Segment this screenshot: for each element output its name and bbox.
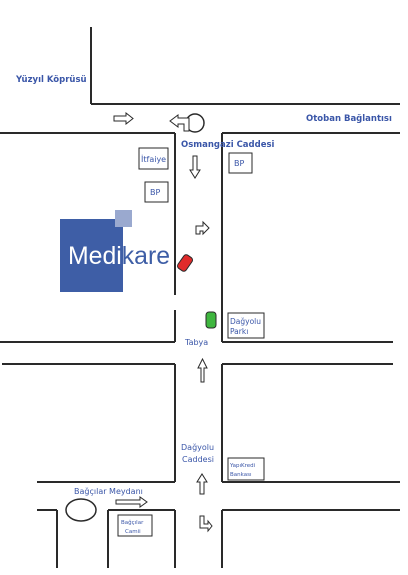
park-label-1: Dağyolu (230, 317, 261, 326)
arrow-up-icon-lower (196, 473, 208, 495)
turn-arrow-icon (195, 220, 210, 236)
label-bagcilar-meydani: Bağçılar Meydanı (74, 487, 143, 496)
mosque-label-1: Bağçılar (121, 519, 144, 526)
destination-car-marker[interactable] (176, 254, 194, 273)
destination-car-icon (176, 254, 194, 272)
logo-dark-block (60, 219, 123, 292)
medikare-logo: Medikare Medikare (60, 210, 170, 292)
arrow-right-icon-bagcilar (115, 496, 148, 508)
roundabout-bagcilar (65, 498, 97, 522)
arrow-up-icon (197, 357, 208, 383)
turn-arrow-icon-bottom (199, 515, 213, 533)
label-osmangazi-caddesi: Osmangazi Caddesi (181, 140, 275, 150)
fire-station-box (138, 147, 169, 170)
place-bp-left[interactable]: BP (144, 181, 169, 203)
u-turn-arrow-icon (169, 114, 190, 132)
logo-brand-text: Medikare (68, 242, 170, 270)
label-otoban-baglantisi: Otoban Bağlantısı (306, 114, 392, 124)
place-yapikredi-bank[interactable]: YapıKredi Bankası (227, 457, 265, 481)
bp-left-label: BP (150, 188, 160, 197)
park-label-2: Parkı (230, 327, 248, 336)
arrow-right-icon (113, 111, 134, 126)
place-dagyolu-park[interactable]: Dağyolu Parkı (227, 312, 265, 339)
mosque-box (117, 514, 153, 537)
place-fire-station[interactable]: İtfaiye (138, 147, 169, 170)
label-dagyolu-street-2: Caddesi (182, 455, 214, 464)
arrow-down-icon (189, 155, 201, 179)
mosque-label-2: Camii (125, 529, 141, 535)
origin-car-marker[interactable] (205, 311, 217, 329)
bp-right-box (228, 152, 253, 174)
logo-text-strip (123, 238, 170, 270)
bank-label-2: Bankası (230, 472, 252, 478)
road-network (0, 27, 400, 568)
place-bagcilar-mosque[interactable]: Bağçılar Camii (117, 514, 153, 537)
bp-left-box (144, 181, 169, 203)
logo-brand-text-overlay: Medikare (68, 242, 170, 270)
label-dagyolu-street-1: Dağyolu (181, 443, 214, 452)
label-tabya: Tabya (184, 338, 208, 347)
label-yuzyil-koprusu: Yüzyıl Köprüsü (15, 75, 87, 85)
bank-label-1: YapıKredi (229, 463, 256, 469)
logo-light-block (115, 210, 132, 227)
bank-box (227, 457, 265, 481)
bp-right-label: BP (234, 159, 244, 168)
park-box (227, 312, 265, 339)
place-bp-right[interactable]: BP (228, 152, 253, 174)
origin-car-icon (205, 311, 217, 329)
fire-station-label: İtfaiye (141, 154, 166, 164)
